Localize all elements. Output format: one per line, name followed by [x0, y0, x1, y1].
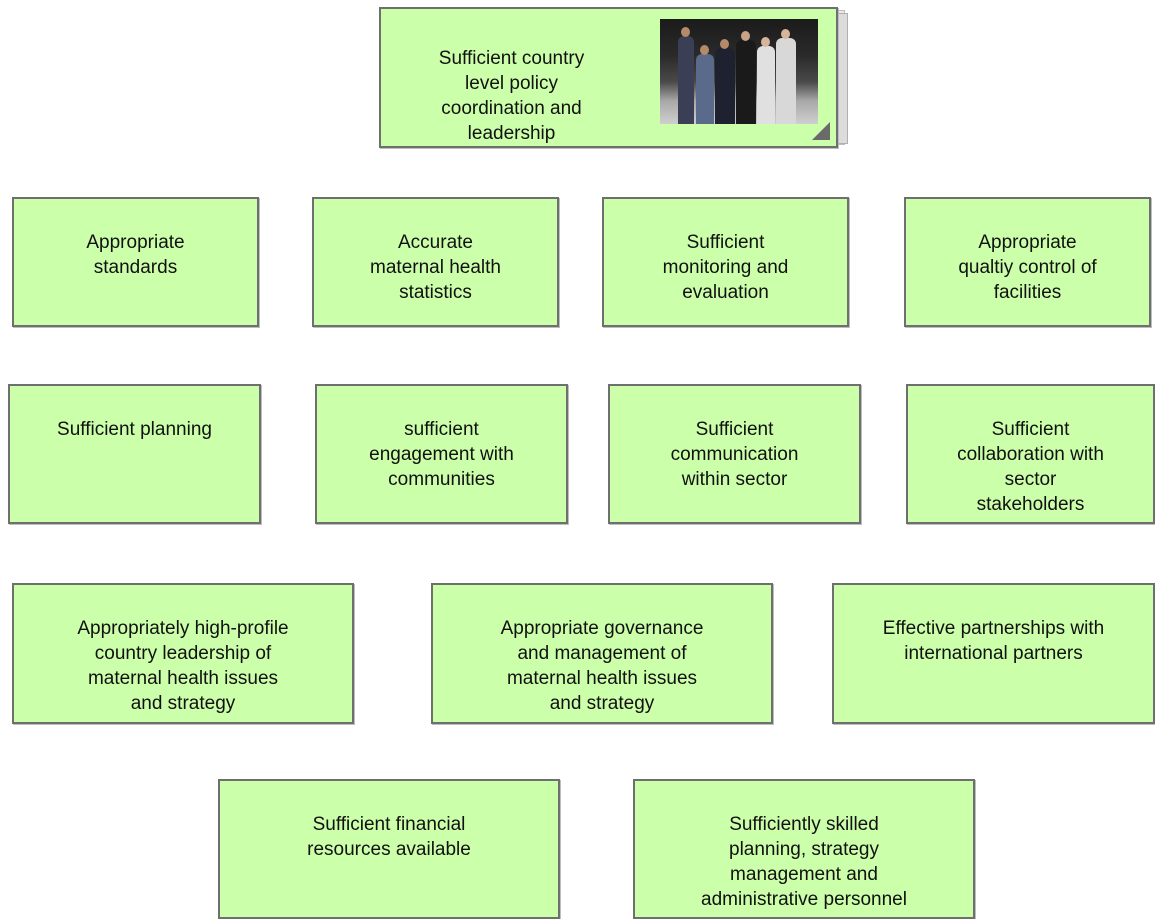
- node-sufficient-planning[interactable]: Sufficient planning: [8, 384, 261, 524]
- node-international-partnerships[interactable]: Effective partnerships with internationa…: [832, 583, 1155, 724]
- node-quality-control[interactable]: Appropriate qualtiy control of facilitie…: [904, 197, 1151, 327]
- root-node[interactable]: Sufficient country level policy coordina…: [379, 7, 838, 148]
- node-maternal-health-statistics[interactable]: Accurate maternal health statistics: [312, 197, 559, 327]
- node-label: Sufficient collaboration with sector sta…: [957, 419, 1104, 515]
- node-governance-management[interactable]: Appropriate governance and management of…: [431, 583, 773, 724]
- node-label: Sufficient planning: [57, 419, 212, 440]
- node-label: Appropriate standards: [86, 232, 185, 278]
- node-label: Effective partnerships with internationa…: [882, 618, 1105, 664]
- node-community-engagement[interactable]: sufficient engagement with communities: [315, 384, 568, 524]
- node-country-leadership[interactable]: Appropriately high-profile country leade…: [12, 583, 354, 724]
- node-label: Sufficiently skilled planning, strategy …: [701, 814, 907, 910]
- node-label: Appropriate qualtiy control of facilitie…: [958, 232, 1097, 303]
- expand-corner-icon[interactable]: [812, 122, 830, 140]
- node-monitoring-evaluation[interactable]: Sufficient monitoring and evaluation: [602, 197, 849, 327]
- node-appropriate-standards[interactable]: Appropriate standards: [12, 197, 259, 327]
- node-label: Sufficient financial resources available: [307, 814, 471, 860]
- node-label: Appropriate governance and management of…: [500, 618, 704, 714]
- group-photo-icon: [660, 19, 818, 124]
- node-sector-communication[interactable]: Sufficient communication within sector: [608, 384, 861, 524]
- node-financial-resources[interactable]: Sufficient financial resources available: [218, 779, 560, 919]
- root-node-label: Sufficient country level policy coordina…: [438, 48, 585, 144]
- node-label: Sufficient communication within sector: [670, 419, 799, 490]
- node-label: sufficient engagement with communities: [369, 419, 514, 490]
- node-label: Appropriately high-profile country leade…: [77, 618, 289, 714]
- node-label: Accurate maternal health statistics: [370, 232, 501, 303]
- node-label: Sufficient monitoring and evaluation: [662, 232, 789, 303]
- node-stakeholder-collaboration[interactable]: Sufficient collaboration with sector sta…: [906, 384, 1155, 524]
- node-skilled-personnel[interactable]: Sufficiently skilled planning, strategy …: [633, 779, 975, 919]
